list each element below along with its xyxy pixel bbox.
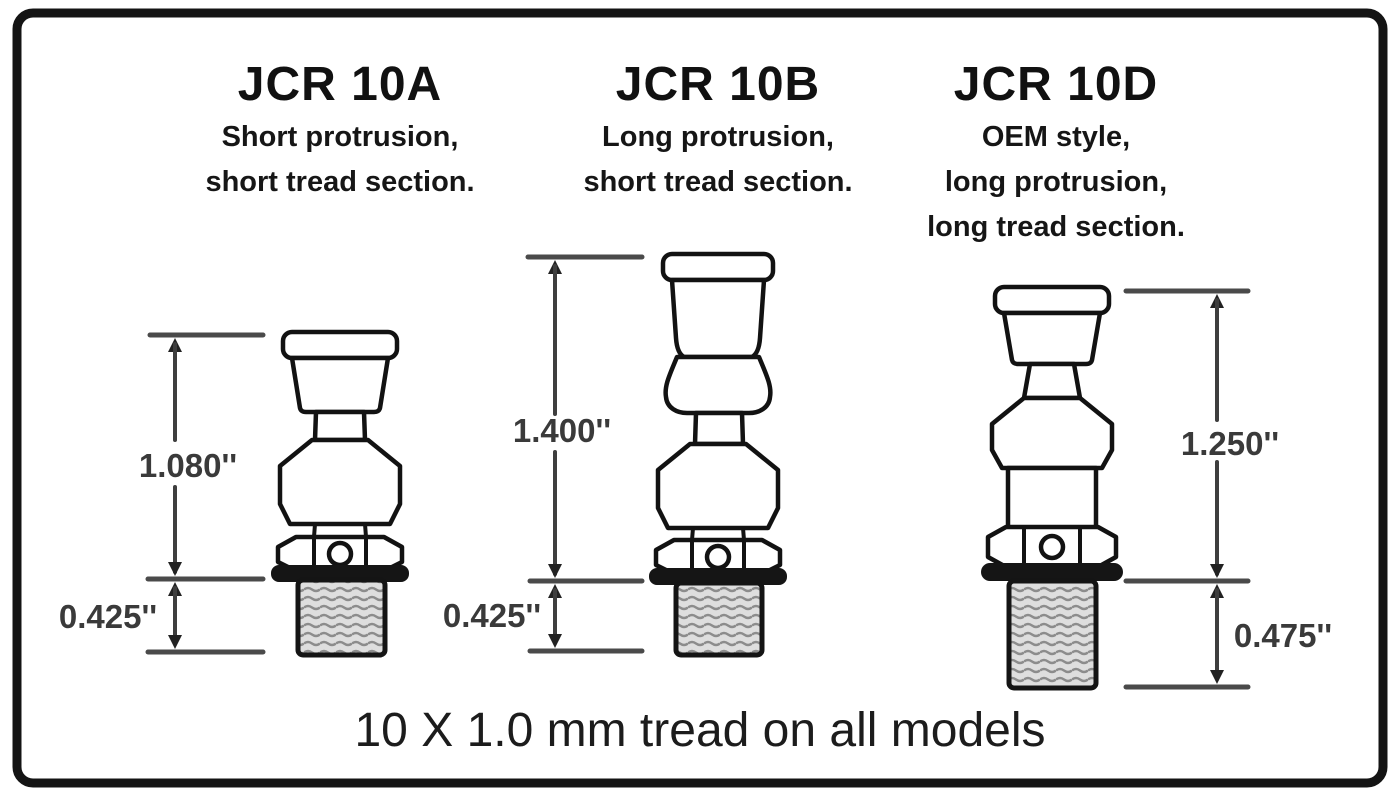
dim-10d-thread: 0.475'' [1234, 617, 1332, 654]
valve-10b-drawing [649, 251, 787, 658]
valve-10b-bleed-hole [704, 543, 732, 571]
valve-10d-bleed-hole [1038, 533, 1066, 561]
model-jcr-10a: JCR 10A Short protrusion, short tread se… [59, 58, 475, 658]
valve-10a-drawing [271, 329, 409, 658]
valve-10d-washer [981, 563, 1123, 581]
model-10a-desc-line1: Short protrusion, [222, 121, 459, 153]
valve-10b-threads [673, 580, 765, 658]
dim-10d-overall: 1.250'' [1181, 425, 1279, 462]
model-10a-title: JCR 10A [238, 58, 442, 111]
dimension-10a: 1.080'' 0.425'' [59, 332, 266, 655]
valve-10d-threads [1006, 578, 1099, 691]
valve-10b-cap-rim [660, 251, 776, 283]
model-jcr-10b: JCR 10B Long protrusion, short tread sec… [443, 58, 853, 658]
valve-10a-cap-rim [280, 329, 400, 361]
valve-10d-drawing [981, 284, 1123, 691]
dimension-10d: 1.250'' 0.475'' [1123, 288, 1332, 690]
model-jcr-10d: JCR 10D OEM style, long protrusion, long… [927, 58, 1332, 691]
model-10d-desc-line3: long tread section. [927, 211, 1185, 243]
model-10d-desc-line2: long protrusion, [945, 166, 1167, 198]
valve-10d-cap-cup [1001, 310, 1103, 367]
valve-10b-neck [692, 410, 746, 447]
valve-10d-cap-rim [992, 284, 1112, 316]
dimension-10b: 1.400'' 0.425'' [443, 254, 645, 654]
model-10b-desc-line2: short tread section. [583, 166, 852, 198]
thread-spec-caption: 10 X 1.0 mm tread on all models [354, 704, 1045, 757]
valve-10d-neck [1021, 361, 1083, 401]
valve-10a-body [277, 437, 403, 527]
dim-10b-overall: 1.400'' [513, 412, 611, 449]
dim-10a-thread: 0.425'' [59, 598, 157, 635]
valve-10d-body [989, 395, 1115, 471]
diagram-frame [12, 8, 1388, 788]
model-10d-desc-line1: OEM style, [982, 121, 1130, 153]
valve-10d-stem [1005, 465, 1099, 531]
model-10b-desc-line1: Long protrusion, [602, 121, 834, 153]
dim-10b-thread: 0.425'' [443, 597, 541, 634]
valve-10b-cap-bulge [663, 354, 773, 416]
model-10b-title: JCR 10B [616, 58, 820, 111]
valve-10b-cap-upper [669, 277, 767, 360]
valve-10a-threads [295, 577, 388, 658]
valve-10a-neck [312, 409, 368, 443]
dim-10a-overall: 1.080'' [139, 447, 237, 484]
model-10d-title: JCR 10D [954, 58, 1158, 111]
valve-10a-cap-cup [289, 355, 391, 415]
model-10a-desc-line2: short tread section. [205, 166, 474, 198]
valve-10a-bleed-hole [326, 540, 354, 568]
valve-10b-body [655, 441, 781, 531]
